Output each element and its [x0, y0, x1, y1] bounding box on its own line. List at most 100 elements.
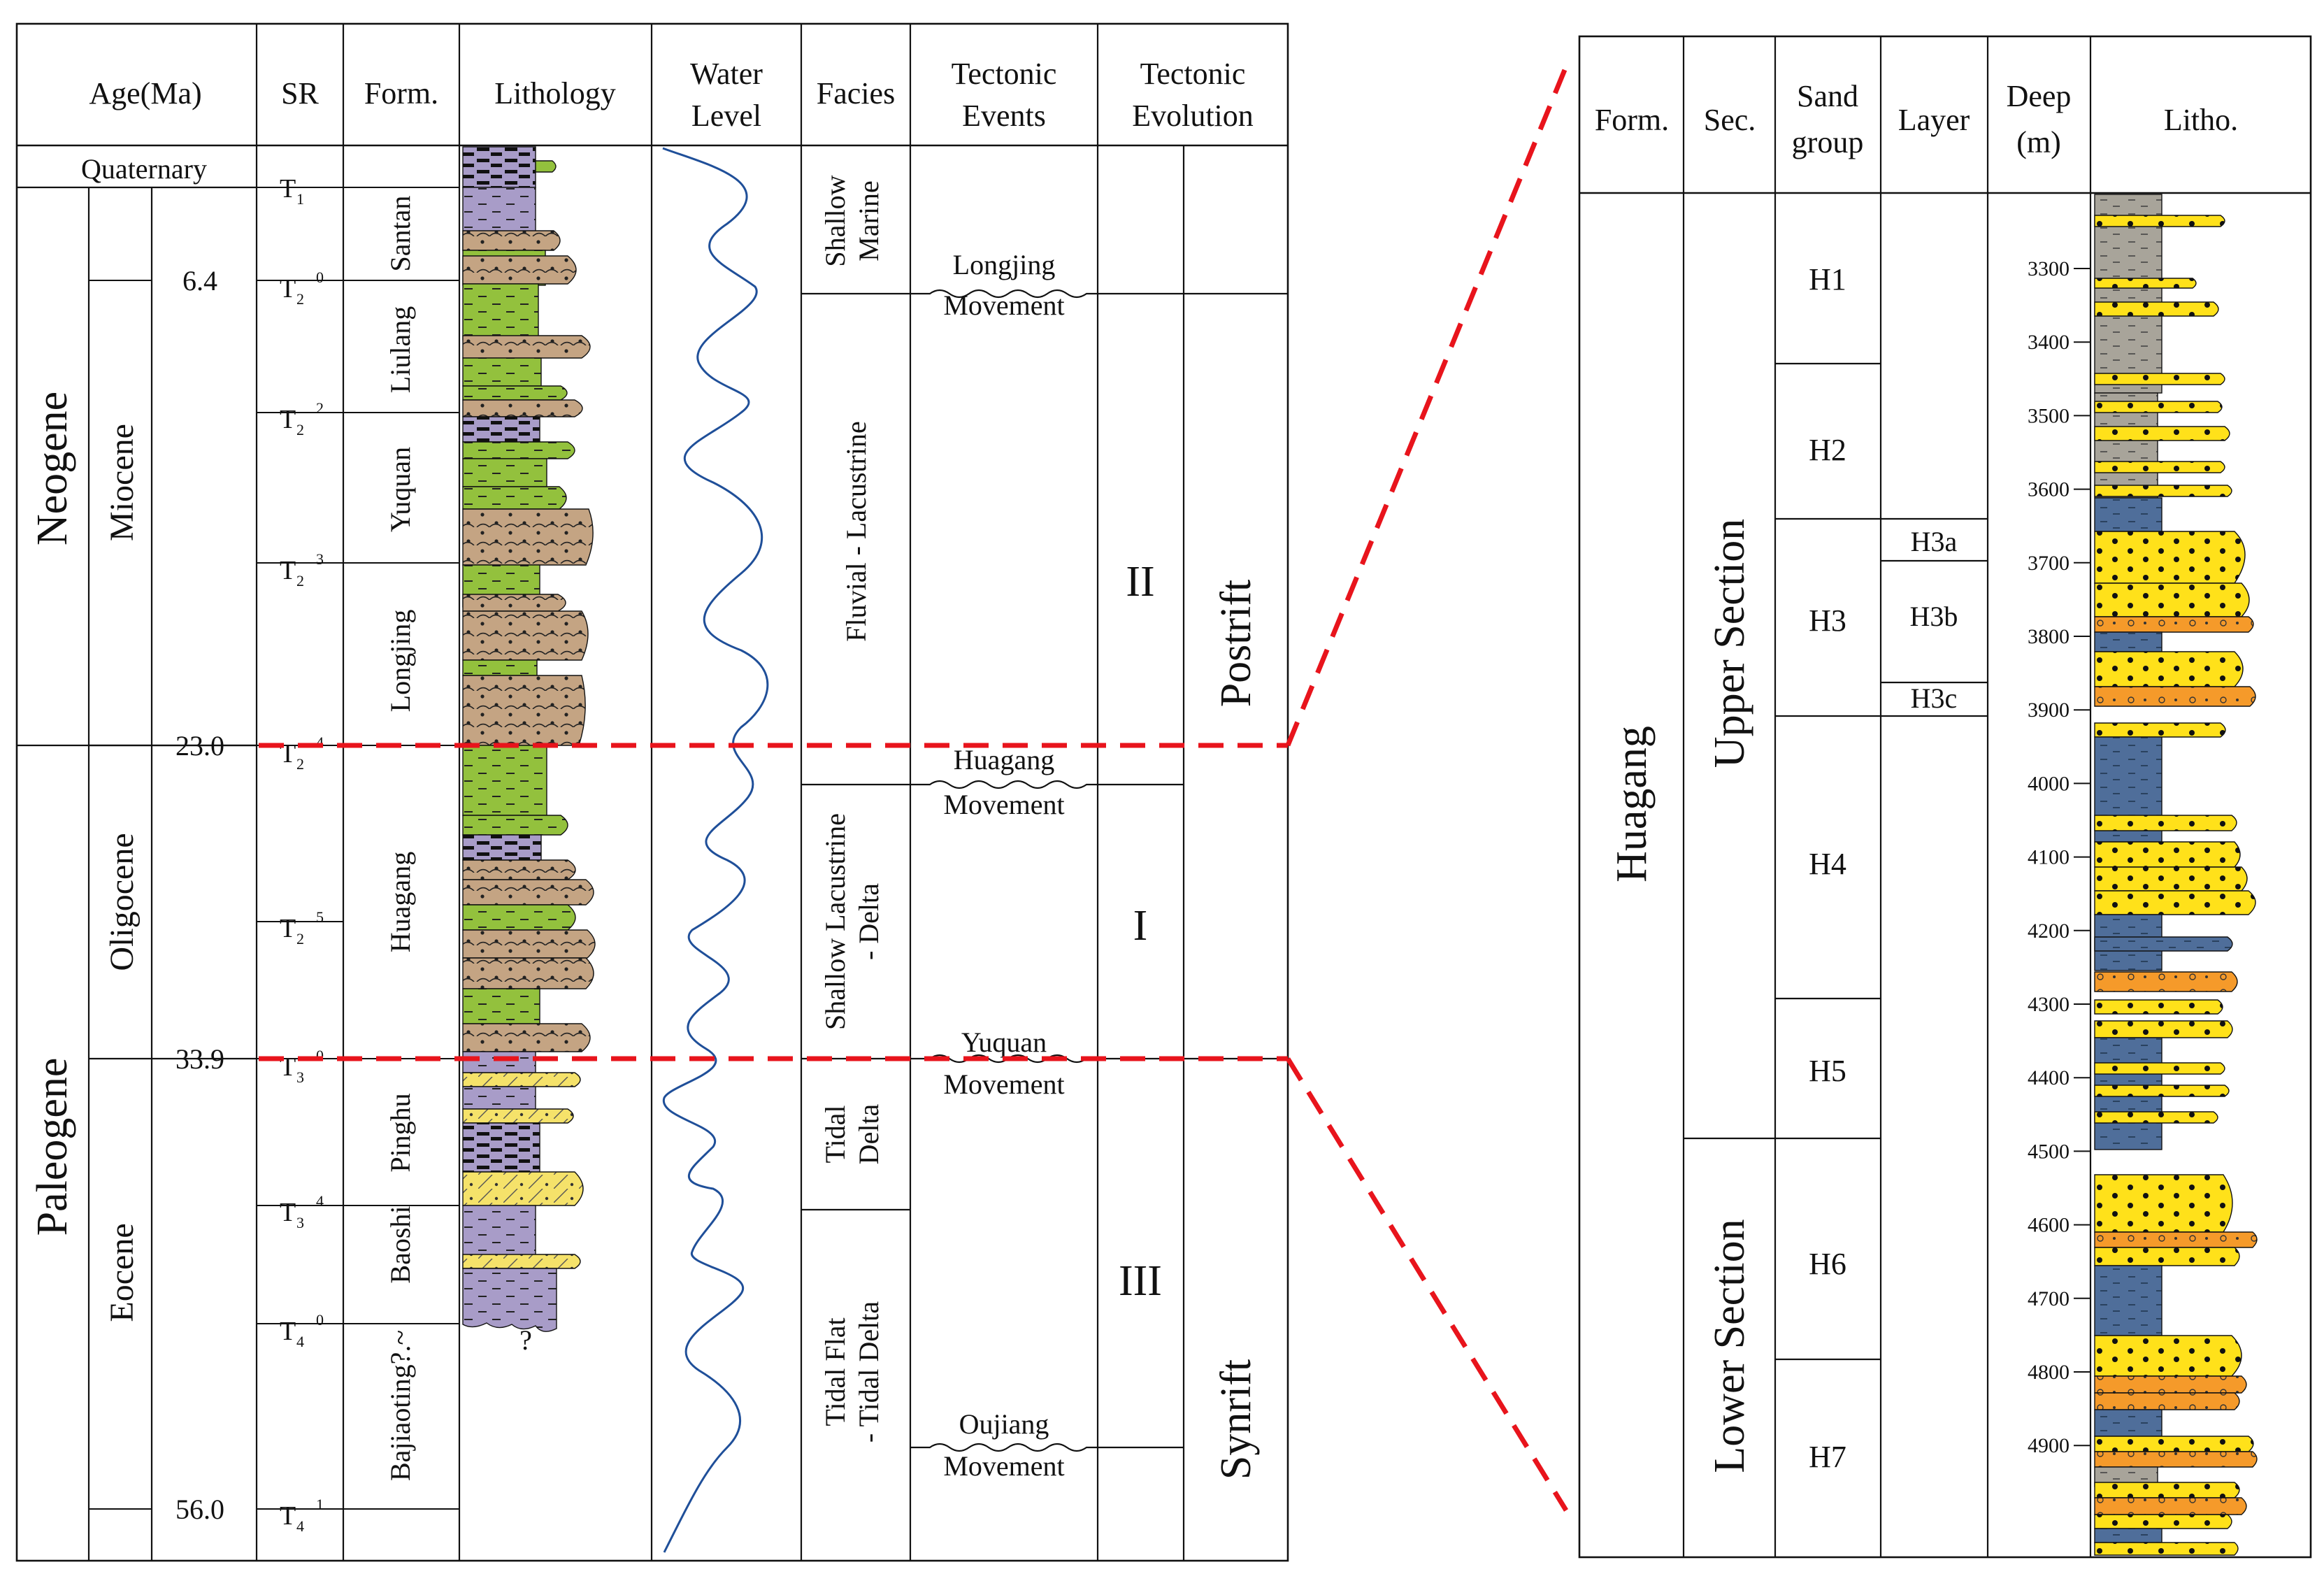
lithology-unknown-mark: ?	[519, 1324, 532, 1356]
age-value-6-4: 6.4	[182, 265, 217, 296]
header-age: Age(Ma)	[89, 76, 201, 110]
rlog-sand-26	[2094, 1482, 2240, 1498]
svg-text:0: 0	[316, 1311, 324, 1329]
litho-yellow-2	[462, 1108, 574, 1124]
evolution-synrift: Synrift	[1212, 1359, 1260, 1480]
depth-label-4600: 4600	[2028, 1214, 2070, 1237]
facies-tidal-flat-1: Tidal Flat	[819, 1317, 851, 1426]
litho-yellow-4	[462, 1254, 581, 1269]
svg-text:T: T	[280, 405, 296, 434]
rlog-blue-8	[2094, 1409, 2162, 1437]
age-value-56: 56.0	[175, 1494, 224, 1525]
litho-yellow-3	[462, 1171, 584, 1206]
svg-text:4: 4	[296, 1517, 304, 1535]
litho-brown-13	[462, 1023, 591, 1052]
depth-scale: 3300340035003600370038003900400041004200…	[2028, 257, 2090, 1457]
evolution-stage-ii: II	[1126, 558, 1154, 606]
formation-huagang: Huagang	[385, 852, 416, 952]
header-facies: Facies	[817, 76, 895, 110]
epoch-miocene: Miocene	[103, 424, 141, 541]
formation-bajiaoting: Bajiaoting?.~	[385, 1330, 416, 1481]
rlog-sand-10	[2094, 582, 2250, 617]
litho-brown-3	[462, 335, 591, 359]
rlog-sand-3	[2094, 301, 2219, 317]
rlog-sand-6	[2094, 426, 2230, 441]
rlog-sand-5	[2094, 401, 2223, 413]
rlog-sand-18	[2094, 1020, 2233, 1038]
svg-text:T: T	[280, 1501, 296, 1531]
event-line-huagang	[910, 780, 1184, 789]
rlog-orange-7	[2094, 1451, 2258, 1468]
rlog-blue-2	[2094, 631, 2162, 652]
rlog-orange-5	[2094, 1375, 2247, 1394]
event-line-longjing	[910, 289, 1288, 299]
sand-group-h4: H4	[1809, 847, 1846, 881]
svg-text:2: 2	[296, 421, 304, 438]
rlog-sand-24	[2094, 1335, 2242, 1377]
depth-label-3900: 3900	[2028, 699, 2070, 722]
litho-purple-bottom	[462, 1268, 557, 1332]
event-yuquan-2: Movement	[943, 1068, 1064, 1100]
litho-green-12	[462, 988, 540, 1024]
age-value-23: 23.0	[175, 730, 224, 761]
svg-text:4: 4	[296, 1333, 304, 1350]
left-column-chart: Age(Ma) SR Form. Lithology Water Level F…	[15, 22, 1289, 1562]
layer-h3b: H3b	[1910, 601, 1958, 632]
litho-green-11	[462, 904, 576, 931]
svg-text:2: 2	[296, 290, 304, 308]
depth-label-4400: 4400	[2028, 1066, 2070, 1089]
period-paleogene: Paleogene	[29, 1058, 76, 1236]
litho-green-4	[462, 441, 575, 459]
right-formation-huagang: Huagang	[1608, 726, 1656, 882]
litho-green-5	[462, 458, 547, 487]
facies-shallow-lacustrine-1: Shallow Lacustrine	[819, 813, 851, 1030]
depth-label-3600: 3600	[2028, 478, 2070, 501]
svg-text:4: 4	[316, 734, 324, 751]
litho-green-8	[462, 659, 538, 676]
svg-text:2: 2	[296, 930, 304, 947]
depth-label-3300: 3300	[2028, 257, 2070, 280]
sand-group-h7: H7	[1809, 1440, 1846, 1474]
litho-green-9	[462, 745, 547, 816]
facies-tidal-delta-2: Delta	[853, 1103, 884, 1164]
rlog-sand-8	[2094, 485, 2232, 497]
sand-group-h1: H1	[1809, 262, 1846, 296]
litho-green-lip-2	[462, 385, 568, 401]
header-form: Form.	[364, 76, 438, 110]
header-tectonic-events-2: Events	[962, 99, 1046, 133]
evolution-postrift: Postrift	[1212, 580, 1260, 708]
sand-group-h3: H3	[1809, 603, 1846, 638]
rheader-sand-1: Sand	[1797, 79, 1858, 113]
depth-label-4500: 4500	[2028, 1140, 2070, 1163]
rheader-form: Form.	[1595, 103, 1669, 137]
depth-label-4700: 4700	[2028, 1287, 2070, 1310]
rlog-sand-20	[2094, 1085, 2230, 1097]
rlog-sand-13	[2094, 815, 2237, 831]
rlog-blue-7	[2094, 1265, 2162, 1336]
rheader-layer: Layer	[1898, 103, 1970, 137]
rlog-sand-19	[2094, 1062, 2225, 1075]
event-huagang-2: Movement	[943, 789, 1064, 820]
formation-baoshi: Baoshi	[385, 1205, 416, 1283]
litho-brown-4	[462, 399, 583, 417]
svg-text:T: T	[280, 1198, 296, 1227]
facies-tidal-flat-2: - Tidal Delta	[853, 1301, 884, 1443]
litho-brown-6	[462, 594, 566, 612]
rlog-sand-12	[2094, 722, 2226, 738]
litho-purple-3	[462, 1086, 536, 1110]
rlog-sand-11	[2094, 651, 2244, 687]
event-oujiang-1: Oujiang	[959, 1408, 1049, 1440]
rlog-orange-2	[2094, 686, 2256, 707]
depth-label-3800: 3800	[2028, 625, 2070, 648]
litho-dark-3	[462, 1122, 540, 1173]
red-dash-lower-diagonal	[1286, 1057, 1568, 1512]
rlog-sand-22	[2094, 1174, 2233, 1233]
evolution-stage-i: I	[1133, 902, 1148, 950]
event-longjing-2: Movement	[943, 289, 1064, 321]
